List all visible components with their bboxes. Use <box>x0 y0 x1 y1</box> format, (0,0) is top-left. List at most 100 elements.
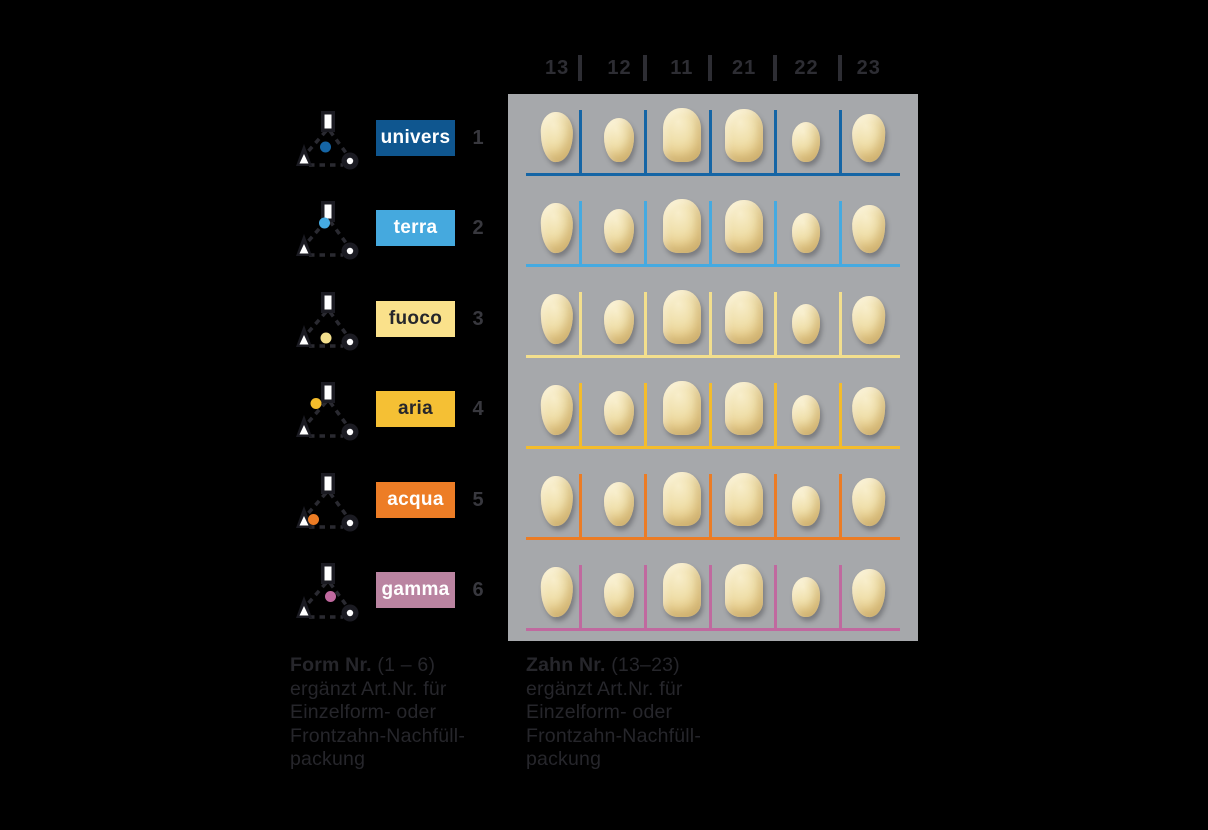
tooth-number-header: 13 12 11 21 22 23 <box>508 52 918 84</box>
form-row-3: fuoco 3 <box>0 275 508 366</box>
tooth-22[interactable] <box>792 395 821 435</box>
triangle-edge <box>303 400 328 428</box>
right-marker-inner <box>346 247 354 255</box>
form-row-4: aria 4 <box>0 365 508 456</box>
tooth-21[interactable] <box>725 564 764 617</box>
tooth-21[interactable] <box>725 109 764 162</box>
tooth-21[interactable] <box>725 382 764 435</box>
form-name-chip[interactable]: aria <box>376 391 455 427</box>
tooth-13[interactable] <box>540 111 575 163</box>
triangle-edge <box>328 129 351 159</box>
tooth-cell-22 <box>775 458 837 537</box>
tooth-21[interactable] <box>725 200 764 253</box>
shade-triangle-icon <box>296 563 359 622</box>
footnote-title-line: Zahn Nr. (13–23) <box>526 654 756 678</box>
tooth-cell-22 <box>775 367 837 446</box>
teeth-strip <box>526 276 900 355</box>
row-baseline <box>526 628 900 631</box>
tooth-13[interactable] <box>540 202 575 254</box>
right-marker-inner <box>346 519 354 527</box>
form-name-chip[interactable]: acqua <box>376 482 455 518</box>
tooth-23[interactable] <box>851 568 887 618</box>
form-row-6: gamma 6 <box>0 546 508 637</box>
tooth-12[interactable] <box>604 300 635 344</box>
form-name-chip[interactable]: fuoco <box>376 301 455 337</box>
tooth-22[interactable] <box>792 486 821 526</box>
tooth-13[interactable] <box>540 384 575 436</box>
row-divider <box>774 474 777 540</box>
tooth-cell-11 <box>651 367 713 446</box>
footnote-line: ergänzt Art.Nr. für <box>526 677 683 700</box>
tooth-23[interactable] <box>851 113 887 163</box>
left-marker-inner <box>299 425 309 435</box>
teeth-strip <box>526 549 900 628</box>
zahn-footnote: Zahn Nr. (13–23) ergänzt Art.Nr. für Ein… <box>526 654 756 772</box>
tooth-12[interactable] <box>604 482 635 526</box>
tooth-12[interactable] <box>604 118 635 162</box>
tooth-cell-12 <box>588 185 650 264</box>
tooth-11[interactable] <box>662 290 701 344</box>
row-divider <box>579 474 582 540</box>
tooth-22[interactable] <box>792 577 821 617</box>
tooth-11[interactable] <box>662 563 701 617</box>
tooth-22[interactable] <box>792 304 821 344</box>
tooth-11[interactable] <box>662 108 701 162</box>
form-name-chip[interactable]: gamma <box>376 572 455 608</box>
row-divider <box>774 383 777 449</box>
tooth-23[interactable] <box>851 477 887 527</box>
tooth-cell-23 <box>838 94 900 173</box>
tooth-number-label-12: 12 <box>607 56 632 79</box>
tooth-12[interactable] <box>604 573 635 617</box>
right-marker-inner <box>346 338 354 346</box>
tooth-21[interactable] <box>725 473 764 526</box>
form-name-chip[interactable]: univers <box>376 120 455 156</box>
form-position-dot <box>320 332 332 344</box>
teeth-strip <box>526 185 900 264</box>
tooth-23[interactable] <box>851 386 887 436</box>
footnote-line: Einzelform- oder <box>526 701 673 723</box>
tooth-cell-11 <box>651 458 713 537</box>
tooth-23[interactable] <box>851 295 887 345</box>
row-divider <box>579 292 582 358</box>
shade-triangle-icon <box>296 111 359 170</box>
tooth-13[interactable] <box>540 475 575 527</box>
tooth-cell-13 <box>526 549 588 628</box>
tooth-12[interactable] <box>604 391 635 435</box>
row-divider <box>644 565 647 631</box>
row-baseline <box>526 173 900 176</box>
tooth-13[interactable] <box>540 293 575 345</box>
form-name: terra <box>393 217 438 238</box>
tooth-23[interactable] <box>851 204 887 254</box>
footnote-range: (1 – 6) <box>371 654 436 676</box>
teeth-row-2 <box>508 185 918 276</box>
row-divider <box>709 110 712 176</box>
tooth-11[interactable] <box>662 381 701 435</box>
triangle-edge <box>328 491 351 521</box>
form-name-chip[interactable]: terra <box>376 210 455 246</box>
row-divider <box>774 292 777 358</box>
tooth-cell-22 <box>775 94 837 173</box>
tooth-13[interactable] <box>540 566 575 618</box>
tooth-cell-23 <box>838 458 900 537</box>
form-row-5: acqua 5 <box>0 456 508 547</box>
tooth-cell-13 <box>526 276 588 355</box>
triangle-edge <box>328 400 351 430</box>
top-marker-inner <box>324 566 332 581</box>
tooth-11[interactable] <box>662 199 701 253</box>
tooth-22[interactable] <box>792 213 821 253</box>
tooth-cell-11 <box>651 94 713 173</box>
top-marker-inner <box>324 295 332 310</box>
triangle-edge <box>328 219 351 249</box>
tooth-11[interactable] <box>662 472 701 526</box>
footnote-bold: Form Nr. <box>290 654 372 676</box>
row-divider <box>839 474 842 540</box>
triangle-edge <box>328 310 351 340</box>
form-number: 6 <box>472 579 484 601</box>
tooth-22[interactable] <box>792 122 821 162</box>
tooth-cell-11 <box>651 549 713 628</box>
form-number: 1 <box>472 127 484 149</box>
tooth-12[interactable] <box>604 209 635 253</box>
tooth-21[interactable] <box>725 291 764 344</box>
row-divider <box>839 292 842 358</box>
